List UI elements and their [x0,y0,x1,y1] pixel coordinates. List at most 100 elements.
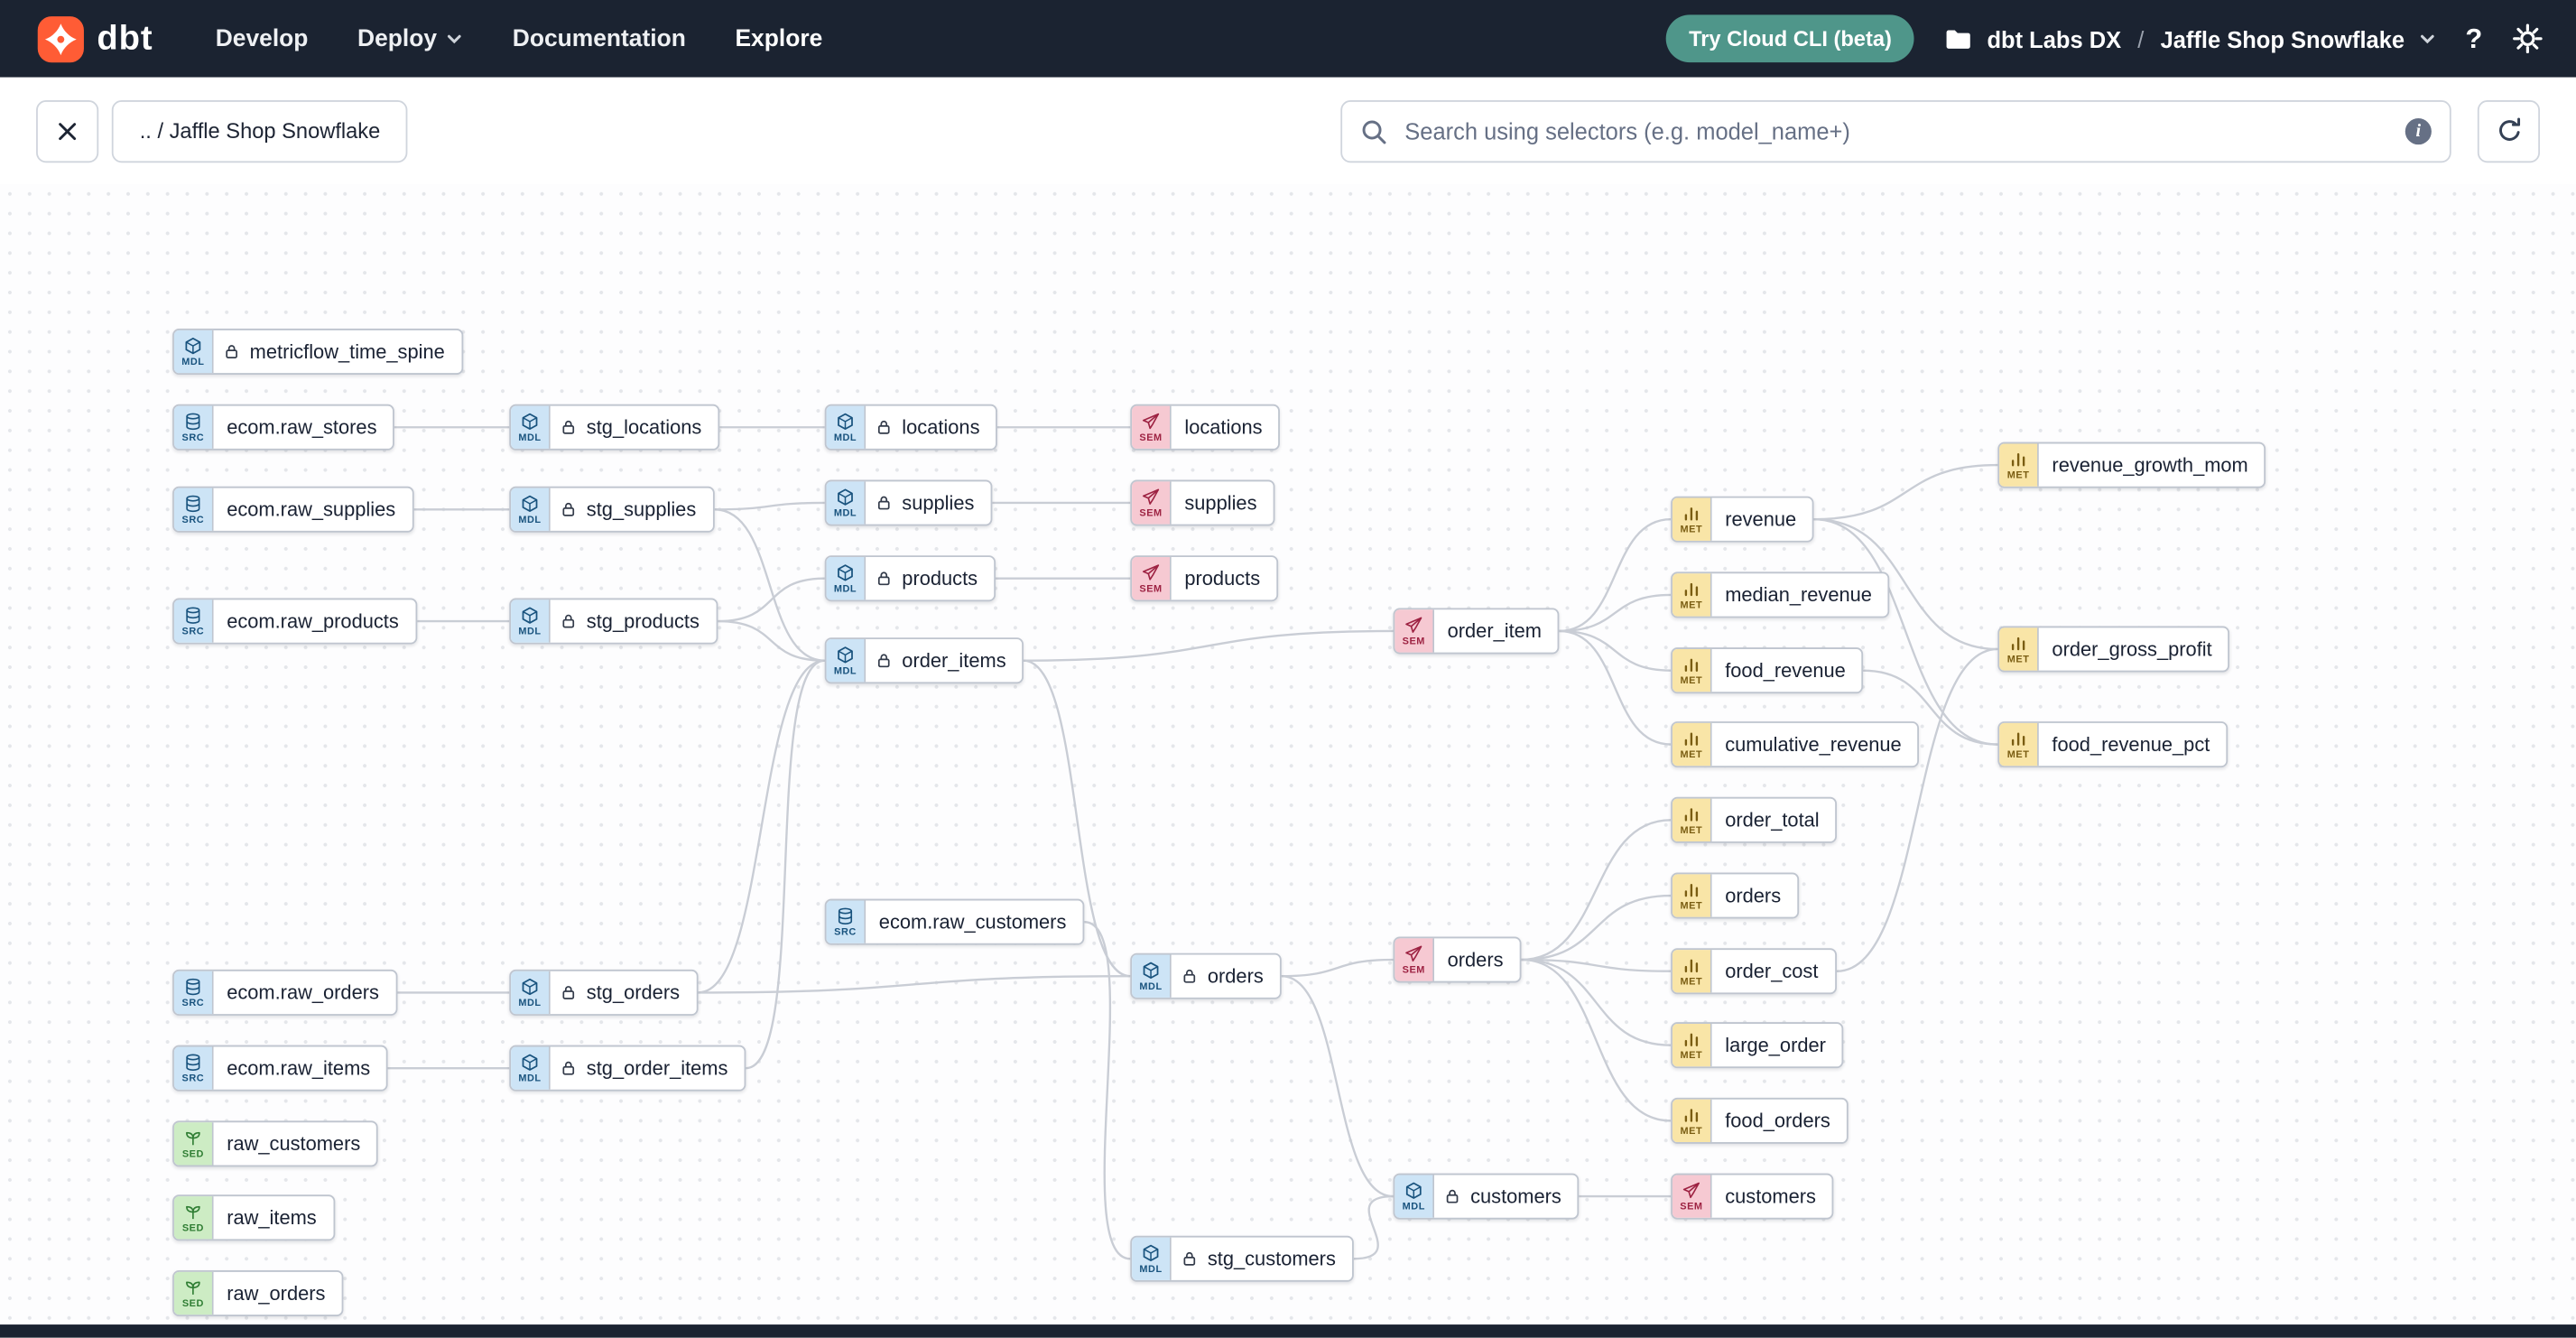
lock-icon [876,419,892,435]
nav-item-explore[interactable]: Explore [735,25,823,52]
edge-src-raw-customers-to-mdl-stg-customers [1084,920,1131,1260]
node-type-label: MDL [833,508,857,519]
node-label: large_order [1725,1033,1826,1057]
nav-item-develop[interactable]: Develop [215,25,309,52]
edge-mdl-stg-products-to-mdl-products [718,577,825,623]
node-type-label: SRC [181,515,205,525]
graph-node-src-raw-orders[interactable]: SRC ecom.raw_orders [172,969,397,1016]
gear-icon[interactable] [2512,23,2544,54]
bar-chart-icon [2009,634,2027,652]
node-label: ecom.raw_customers [878,910,1067,934]
node-label: order_items [902,648,1006,673]
database-icon [184,494,202,512]
try-cloud-cli-button[interactable]: Try Cloud CLI (beta) [1665,14,1915,63]
bar-chart-icon [1682,580,1700,598]
node-type-badge: MDL [1395,1175,1435,1218]
seedling-icon [184,1129,202,1147]
edge-met-order-cost-to-met-order-gross-profit [1836,647,1998,972]
nav-item-documentation[interactable]: Documentation [512,25,686,52]
paper-plane-icon [1142,412,1160,430]
info-icon[interactable]: i [2405,117,2432,144]
edge-mdl-stg-supplies-to-mdl-order-items [714,508,825,662]
project-selector[interactable]: dbt Labs DX / Jaffle Shop Snowflake [1944,23,2436,53]
node-label: food_revenue [1725,658,1846,683]
node-type-badge: SRC [173,971,214,1015]
node-label: ecom.raw_orders [227,980,379,1005]
node-type-label: MET [2006,470,2030,481]
cube-icon [521,412,539,430]
node-label: stg_locations [586,415,702,439]
node-type-label: SRC [834,927,857,938]
database-icon [184,412,202,430]
node-label: products [1184,566,1261,590]
breadcrumb[interactable]: .. / Jaffle Shop Snowflake [111,99,409,163]
help-icon[interactable]: ? [2465,22,2483,54]
dbt-logo[interactable]: dbt [36,14,153,63]
node-label: raw_orders [227,1281,326,1305]
edge-sem-orders-to-met-order-total [1521,819,1672,962]
project-name[interactable]: Jaffle Shop Snowflake [2160,25,2405,52]
bar-chart-icon [1682,729,1700,747]
search-input[interactable] [1401,116,2385,146]
node-label: customers [1725,1185,1816,1208]
account-name[interactable]: dbt Labs DX [1987,25,2122,52]
node-label: locations [902,415,980,439]
node-type-label: MET [1680,749,1703,760]
edge-mdl-stg-products-to-mdl-order-items [718,619,825,662]
breadcrumb-separator: / [2137,25,2145,52]
bar-chart-icon [1682,1029,1700,1047]
close-button[interactable] [36,99,99,163]
node-type-label: SED [181,1223,204,1234]
nav-item-deploy[interactable]: Deploy [357,25,463,51]
lock-icon [1181,1250,1198,1267]
refresh-button[interactable] [2477,99,2541,163]
node-label: locations [1184,415,1263,439]
node-label: order_total [1725,808,1820,832]
lock-icon [561,613,577,629]
node-label: metricflow_time_spine [249,339,445,364]
node-label: order_cost [1725,959,1819,983]
graph-node-src-raw-customers[interactable]: SRC ecom.raw_customers [824,898,1085,945]
node-label: orders [1447,948,1504,971]
